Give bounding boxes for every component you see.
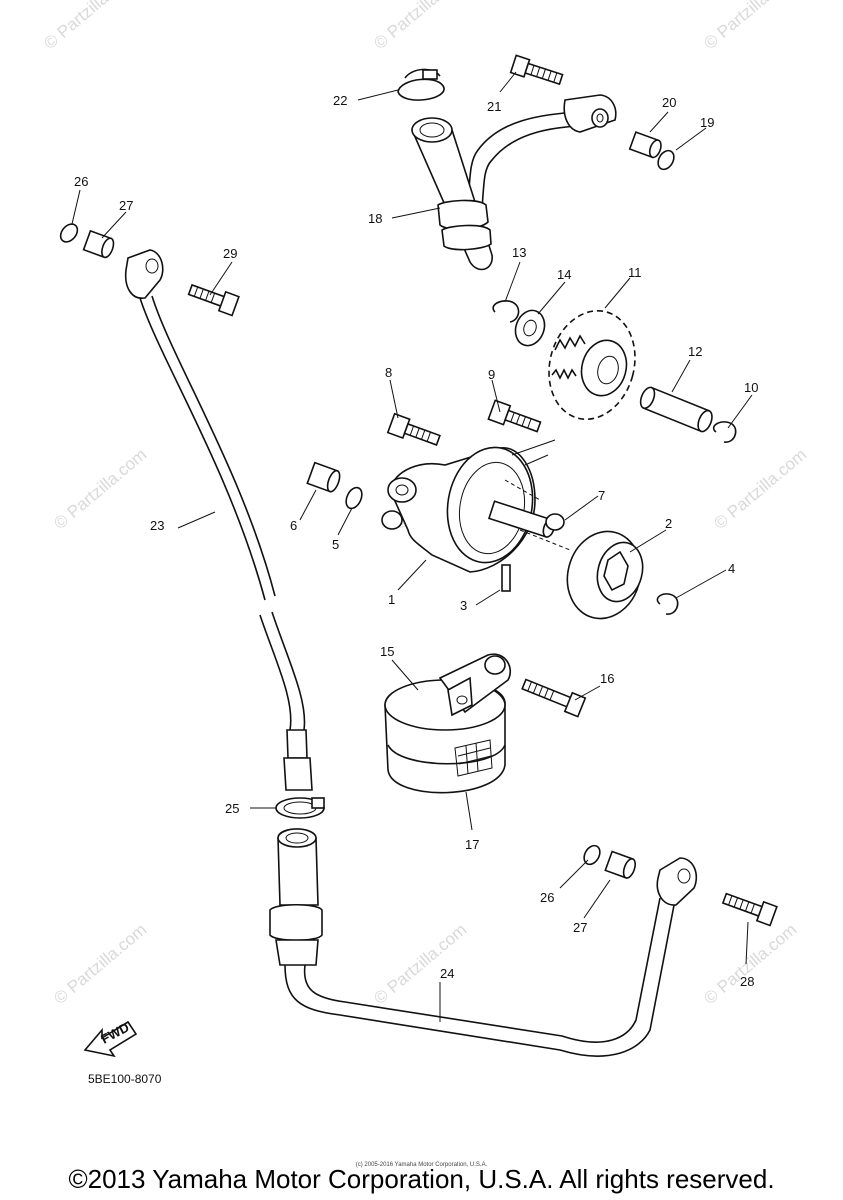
callout-26: 26 — [74, 174, 88, 189]
callout-18: 18 — [368, 211, 382, 226]
callout-14: 14 — [557, 267, 571, 282]
callout-29: 29 — [223, 246, 237, 261]
callout-23: 23 — [150, 518, 164, 533]
callout-16: 16 — [600, 671, 614, 686]
callout-26: 26 — [540, 890, 554, 905]
small-credit: (c) 2005-2016 Yamaha Motor Corporation, … — [355, 1162, 488, 1168]
callout-8: 8 — [385, 365, 392, 380]
callout-10: 10 — [744, 380, 758, 395]
callout-17: 17 — [465, 837, 479, 852]
callout-25: 25 — [225, 801, 239, 816]
pump-drive-parts — [492, 300, 737, 443]
callout-12: 12 — [688, 344, 702, 359]
delivery-pipe-upper — [397, 54, 675, 271]
watermark: © Partzilla.com — [50, 920, 150, 1008]
callout-13: 13 — [512, 245, 526, 260]
callout-22: 22 — [333, 93, 347, 108]
callout-20: 20 — [662, 95, 676, 110]
callout-9: 9 — [488, 367, 495, 382]
watermark: © Partzilla.com — [700, 0, 800, 53]
callout-labels: 1 2 3 4 5 6 7 8 9 10 11 12 13 14 15 16 1… — [74, 93, 758, 989]
oil-pump-body — [306, 399, 679, 620]
watermark: © Partzilla.com — [710, 445, 810, 533]
diagram-code: 5BE100-8070 — [88, 1072, 162, 1086]
copyright-notice: ©2013 Yamaha Motor Corporation, U.S.A. A… — [68, 1164, 775, 1194]
delivery-pipe-left — [59, 223, 325, 819]
fwd-arrow-icon: FWD — [83, 1020, 138, 1058]
callout-27: 27 — [119, 198, 133, 213]
callout-27: 27 — [573, 920, 587, 935]
delivery-pipe-lower — [269, 828, 778, 1057]
callout-1: 1 — [388, 592, 395, 607]
callout-15: 15 — [380, 644, 394, 659]
callout-3: 3 — [460, 598, 467, 613]
leader-lines — [71, 71, 753, 1022]
callout-28: 28 — [740, 974, 754, 989]
callout-24: 24 — [440, 966, 454, 981]
watermark: © Partzilla.com — [700, 920, 800, 1008]
callout-4: 4 — [728, 561, 735, 576]
callout-6: 6 — [290, 518, 297, 533]
callout-2: 2 — [665, 516, 672, 531]
watermark: © Partzilla.com — [40, 0, 140, 53]
callout-11: 11 — [628, 265, 642, 280]
callout-21: 21 — [487, 99, 501, 114]
callout-5: 5 — [332, 537, 339, 552]
callout-7: 7 — [598, 488, 605, 503]
callout-19: 19 — [700, 115, 714, 130]
watermark: © Partzilla.com — [370, 0, 470, 53]
oil-strainer — [384, 653, 587, 794]
watermark: © Partzilla.com — [370, 920, 470, 1008]
watermark: © Partzilla.com — [50, 445, 150, 533]
